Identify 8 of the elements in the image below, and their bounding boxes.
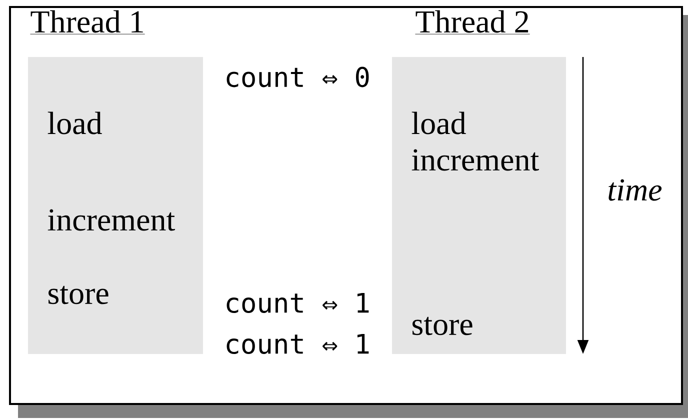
value-label: count ⇔ 0 (226, 66, 369, 88)
value-label: count ⇔ 1 (226, 292, 369, 314)
axis-label: time (608, 179, 662, 201)
thread-column: Thread 1 load increment store (28, 10, 203, 354)
node-label: Thread 2 (416, 10, 528, 33)
thread-column: Thread 2 load increment store (392, 10, 566, 354)
node-label: Thread 1 (30, 10, 143, 33)
value-label: count ⇔ 1 (226, 334, 369, 354)
